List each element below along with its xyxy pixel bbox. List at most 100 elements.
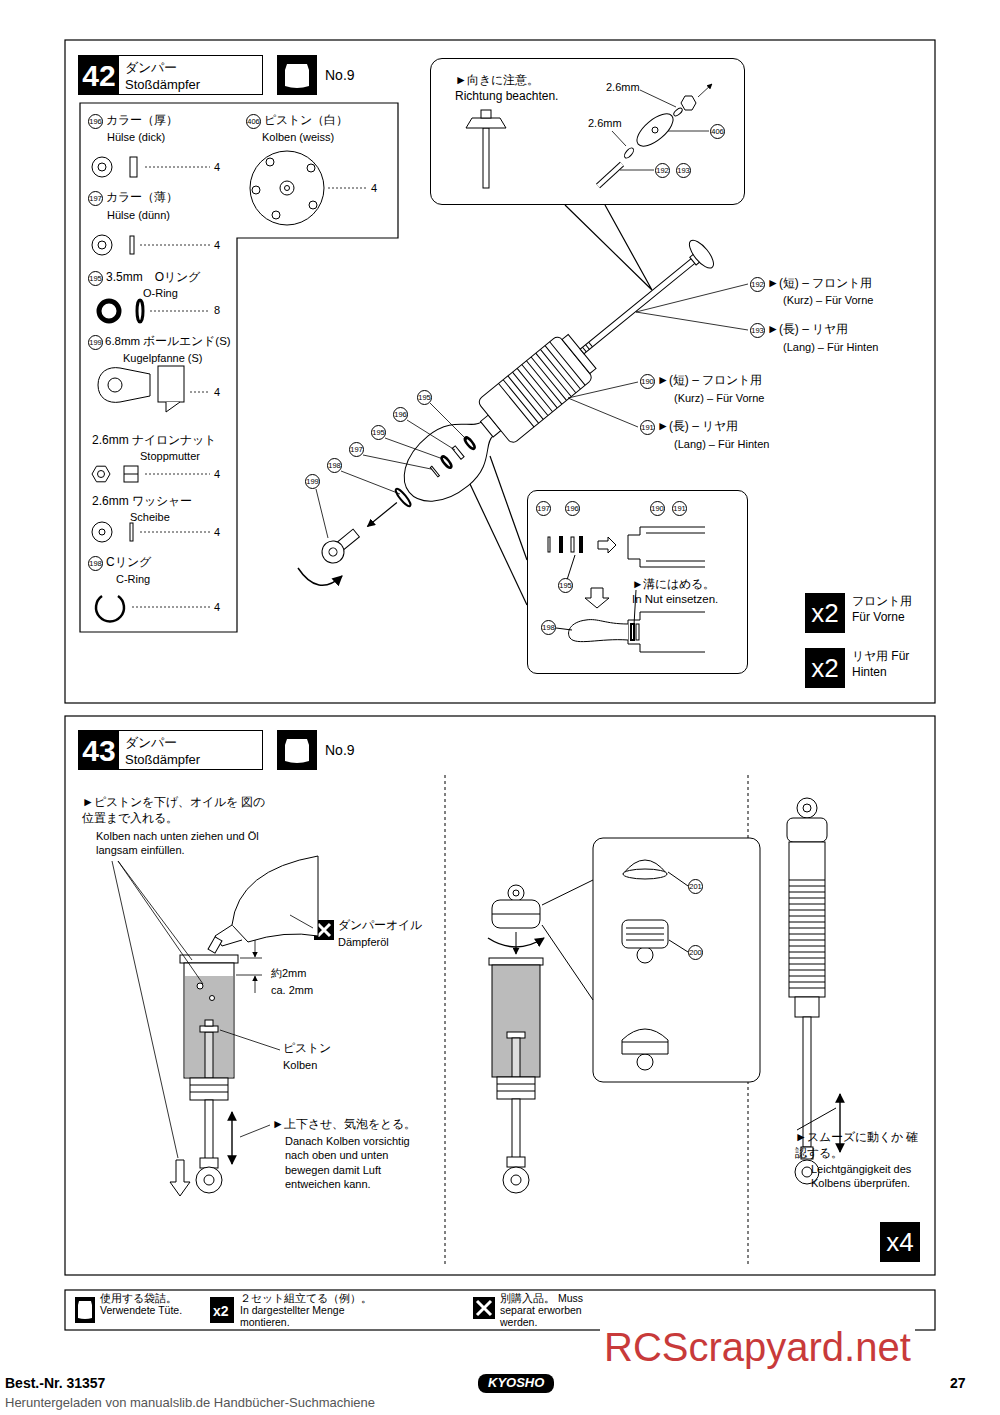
callout-number: 190	[640, 374, 655, 389]
text-label: ca. 2mm	[271, 983, 313, 997]
step-header: 42ダンパー Stoßdämpfer	[78, 55, 263, 95]
text-label: 4	[214, 238, 220, 252]
step-header: 43ダンパー Stoßdämpfer	[78, 730, 263, 770]
quantity-number: x2	[805, 593, 845, 633]
text-label: (Lang) – Für Hinten	[674, 437, 769, 451]
callout-number: 192	[655, 163, 670, 178]
text-label: ►スムーズに動くか 確認する。	[795, 1130, 930, 1161]
callout-number: 201	[688, 879, 703, 894]
callout-number: 199	[305, 474, 320, 489]
callout-number: 193	[750, 323, 765, 338]
text-label: O-Ring	[143, 286, 178, 300]
text-label: ピストン	[283, 1041, 331, 1057]
text-label: ►(長) – リヤ用	[657, 419, 738, 435]
text-label: 2.6mm ワッシャー	[92, 494, 192, 510]
text-label: Hülse (dünn)	[107, 208, 170, 222]
text-label: 4	[214, 160, 220, 174]
text-label: Dämpferöl	[338, 935, 389, 949]
text-label: ピストン（白）	[264, 113, 348, 129]
text-label: Kugelpfanne (S)	[123, 351, 203, 365]
text-label: No.9	[325, 66, 355, 84]
callout-number: 190	[650, 501, 665, 516]
text-label: (Kurz) – Für Vorne	[674, 391, 764, 405]
text-label: 6.8mm ボールエンド(S)	[105, 334, 231, 349]
step-number: 43	[79, 731, 119, 769]
callout-number: 196	[565, 501, 580, 516]
quantity-badge: x4	[880, 1222, 920, 1262]
quantity-badge: x2リヤ用 Für Hinten	[805, 648, 845, 688]
text-label: ►(長) – リヤ用	[767, 322, 848, 338]
text-label: ダンパーオイル	[338, 918, 422, 934]
callout-number: 406	[710, 124, 725, 139]
watermark: RCScrapyard.net	[600, 1325, 915, 1369]
legend-entry: ２セット組立てる（例）。 In dargestellter Menge mont…	[240, 1292, 376, 1328]
text-label: (Kurz) – Für Vorne	[783, 293, 873, 307]
callout-number: 406	[246, 114, 261, 129]
text-label: ►(短) – フロント用	[657, 373, 762, 389]
legend-entry: 別購入品。 Muss separat erworben werden.	[500, 1292, 605, 1328]
callout-number: 195	[88, 271, 103, 286]
quantity-badge: x2フロント用 Für Vorne	[805, 593, 845, 633]
callout-bubble: ►向きに注意。 Richtung beachten.	[430, 58, 745, 205]
text-label: Kolben	[283, 1058, 317, 1072]
text-label: 2.6mm ナイロンナット	[92, 433, 216, 449]
text-label: Leichtgängigkeit des Kolbens überprüfen.	[811, 1162, 931, 1191]
quantity-number: x4	[880, 1222, 920, 1262]
callout-number: 195	[371, 425, 386, 440]
icon-text: x2	[213, 1302, 229, 1320]
text-label: 4	[214, 467, 220, 481]
text-label: (Lang) – Für Hinten	[783, 340, 878, 354]
text-label: No.9	[325, 741, 355, 759]
step-title: ダンパー Stoßdämpfer	[125, 59, 255, 93]
text-label: 4	[214, 385, 220, 399]
text-label: 4	[214, 600, 220, 614]
text-label: Scheibe	[130, 510, 170, 524]
text-label: 2.6mm	[588, 116, 622, 130]
badge-caption: リヤ用 Für Hinten	[852, 648, 927, 680]
text-label: C-Ring	[116, 572, 150, 586]
callout-number: 196	[88, 114, 103, 129]
text-label: Kolben nach unten ziehen und Öl langsam …	[96, 829, 271, 858]
text-label: 3.5mm Oリング	[106, 270, 200, 286]
callout-number: 197	[536, 501, 551, 516]
text-label: カラー（薄）	[106, 190, 178, 206]
text-label: 4	[371, 181, 377, 195]
callout-number: 200	[688, 945, 703, 960]
text-label: 8	[214, 303, 220, 317]
text-label: Cリング	[106, 555, 151, 571]
callout-number: 195	[558, 578, 573, 593]
text-label: 2.6mm	[606, 80, 640, 94]
step-number: 42	[79, 56, 119, 94]
text-label: 約2mm	[271, 966, 306, 980]
text-label: 4	[214, 525, 220, 539]
text-label: Danach Kolben vorsichtig nach oben und u…	[285, 1134, 435, 1191]
text-label: ►上下させ、気泡をとる。	[272, 1117, 416, 1133]
note-text: ►溝にはめる。 In Nut einsetzen.	[632, 577, 724, 607]
legend-entry: 使用する袋詰。 Verwendete Tüte.	[100, 1292, 200, 1316]
text-label: Heruntergeladen von manualslib.de Handbü…	[5, 1395, 375, 1412]
quantity-number: x2	[805, 648, 845, 688]
text-label: Best.-Nr. 31357	[5, 1374, 105, 1392]
text-label: ►ピストンを下げ、オイルを 図の位置まで入れる。	[82, 795, 267, 826]
text-label: Kolben (weiss)	[262, 130, 334, 144]
text-label: Stoppmutter	[140, 449, 200, 463]
callout-number: 193	[676, 163, 691, 178]
callout-number: 195	[417, 390, 432, 405]
text-label: カラー（厚）	[106, 113, 178, 129]
callout-number: 192	[750, 277, 765, 292]
step-title: ダンパー Stoßdämpfer	[125, 734, 255, 768]
callout-number: 191	[640, 420, 655, 435]
callout-number: 196	[393, 407, 408, 422]
callout-number: 199	[88, 335, 103, 350]
callout-number: 198	[88, 556, 103, 571]
callout-number: 198	[541, 620, 556, 635]
text-label: 27	[950, 1374, 966, 1392]
brand-logo: KYOSHO	[478, 1374, 554, 1393]
text-label: Hülse (dick)	[107, 130, 165, 144]
callout-number: 198	[327, 458, 342, 473]
callout-number: 191	[672, 501, 687, 516]
note-text: ►向きに注意。 Richtung beachten.	[455, 73, 580, 104]
callout-number: 197	[349, 442, 364, 457]
callout-number: 197	[88, 191, 103, 206]
